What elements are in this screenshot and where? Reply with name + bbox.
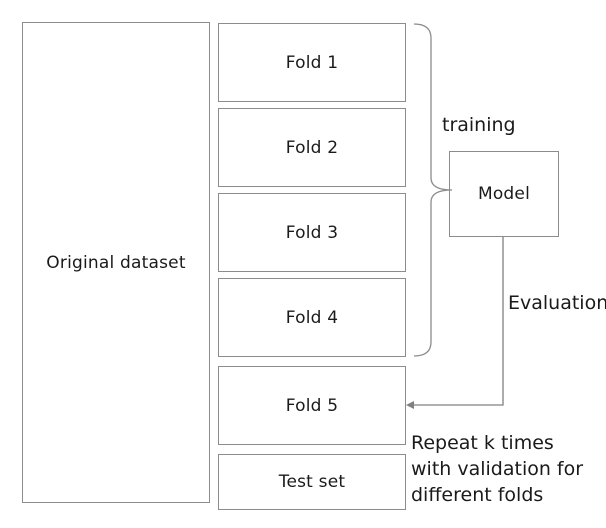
- model-label: Model: [477, 184, 531, 204]
- model-box: Model: [449, 151, 559, 237]
- original-dataset-label: Original dataset: [46, 252, 186, 273]
- fold-4-label: Fold 4: [285, 307, 339, 328]
- fold-5-label: Fold 5: [285, 395, 339, 416]
- repeat-note: Repeat k times with validation for diffe…: [411, 430, 583, 508]
- fold-2-box: Fold 2: [218, 108, 406, 187]
- test-set-label: Test set: [278, 472, 346, 492]
- evaluation-arrow-line: [412, 237, 504, 406]
- evaluation-arrowhead: [406, 401, 414, 409]
- repeat-note-line-2: with validation for: [411, 458, 584, 480]
- fold-5-box: Fold 5: [218, 366, 406, 445]
- repeat-note-line-1: Repeat k times: [411, 432, 554, 454]
- evaluation-label: Evaluation: [508, 292, 606, 314]
- test-set-box: Test set: [218, 454, 406, 510]
- fold-3-box: Fold 3: [218, 193, 406, 272]
- fold-4-box: Fold 4: [218, 278, 406, 357]
- fold-1-box: Fold 1: [218, 23, 406, 102]
- training-brace: [413, 23, 453, 357]
- fold-3-label: Fold 3: [285, 222, 339, 243]
- repeat-note-line-3: different folds: [411, 484, 544, 506]
- training-label: training: [442, 114, 516, 136]
- fold-2-label: Fold 2: [285, 137, 339, 158]
- original-dataset-box: Original dataset: [22, 22, 210, 503]
- fold-1-label: Fold 1: [285, 52, 339, 73]
